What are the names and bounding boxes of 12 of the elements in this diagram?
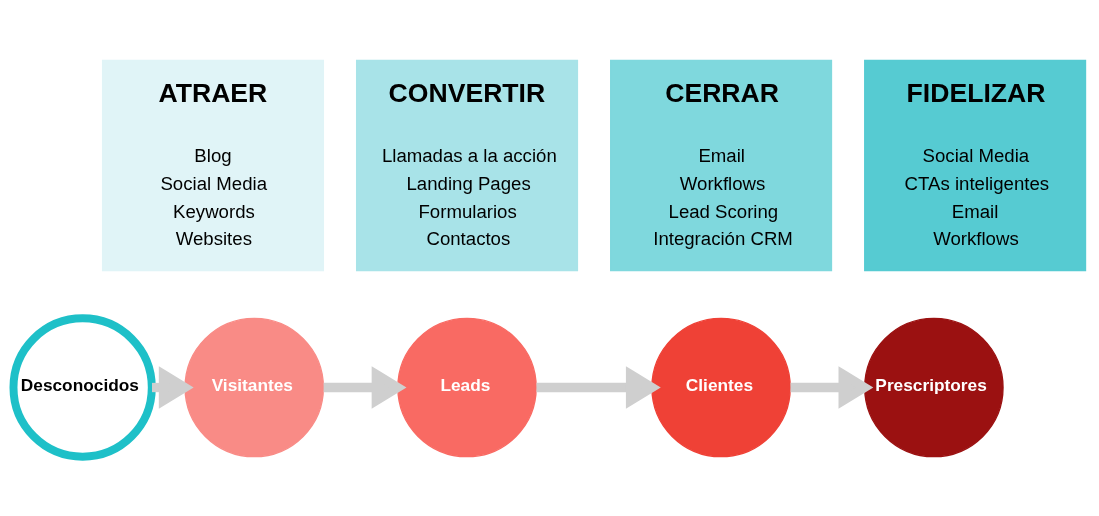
node-circle: Leads	[397, 317, 537, 457]
node-circle: Clientes	[651, 317, 791, 457]
arrow	[536, 365, 661, 409]
node-box: CONVERTIR Llamadas a la acción Landing Pages Formularios Contactos	[355, 59, 579, 271]
node-circle: Prescriptores	[864, 317, 1004, 457]
node-box: FIDELIZAR Social Media CTAs inteligentes Email Workflows	[864, 59, 1087, 271]
arrow	[323, 365, 407, 409]
node-circle: Visitantes	[184, 317, 325, 457]
node-circle: Desconocidos	[9, 313, 156, 461]
node-box: CERRAR Email Workflows Lead Scoring Integración CRM	[610, 59, 833, 271]
node-box: ATRAER Blog Social Media Keywords Websites	[101, 59, 325, 271]
arrow	[790, 365, 874, 409]
